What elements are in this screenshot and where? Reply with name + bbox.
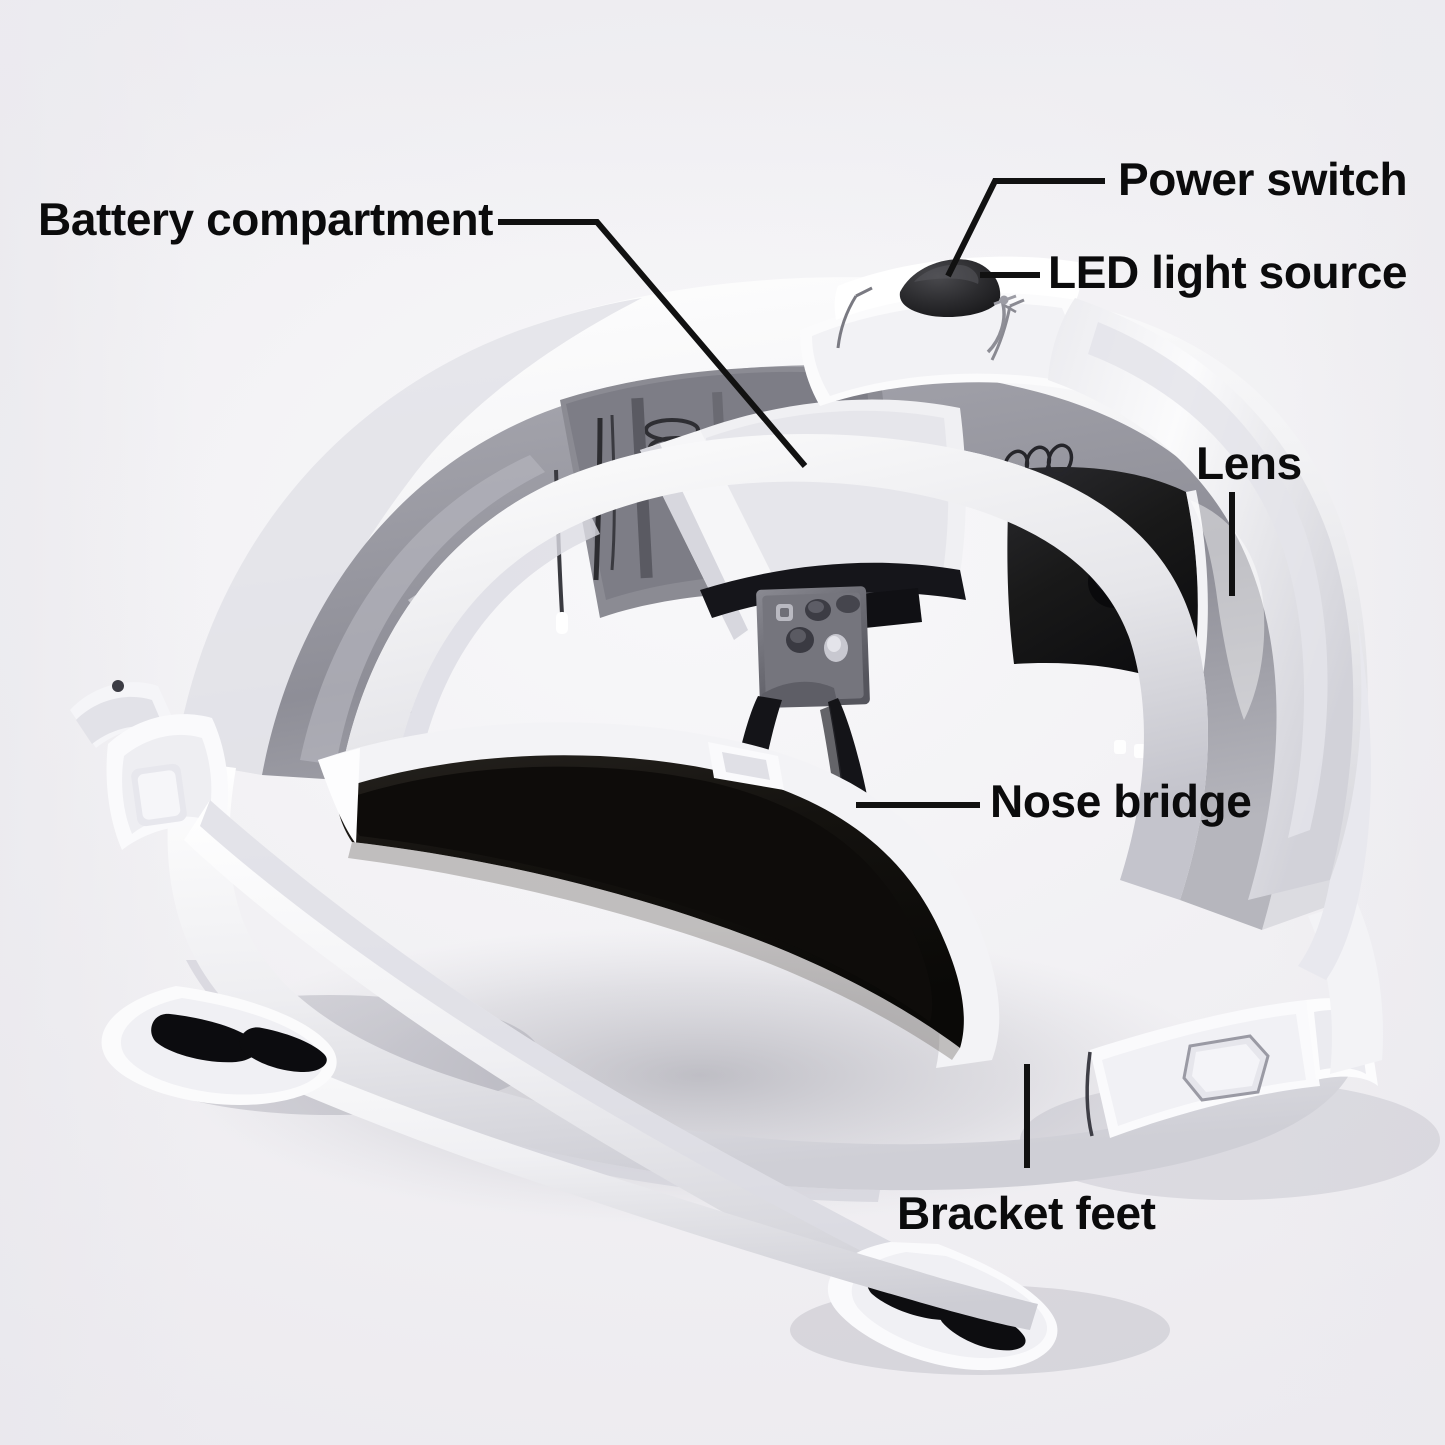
callout-label-power-switch: Power switch <box>1118 153 1408 205</box>
bracket-foot-left <box>101 986 337 1105</box>
callout-label-lens: Lens <box>1196 437 1302 489</box>
led-light-source <box>986 294 1017 354</box>
leader-power-switch <box>945 178 1105 278</box>
left-temple-hinge <box>70 680 228 850</box>
callout-label-battery-compartment: Battery compartment <box>38 193 494 245</box>
right-temple-adjuster <box>1085 900 1383 1138</box>
headband-shell <box>175 277 1368 930</box>
right-shell-edge <box>1298 610 1372 980</box>
right-temple-arm <box>101 986 1038 1330</box>
leader-battery-compartment <box>498 219 808 468</box>
callout-label-bracket-feet: Bracket feet <box>897 1187 1156 1239</box>
callout-label-nose-bridge: Nose bridge <box>990 775 1252 827</box>
forehead-cushion <box>318 722 1000 1068</box>
right-front-shell <box>1048 298 1354 900</box>
callout-label-led-light-source: LED light source <box>1048 246 1408 298</box>
